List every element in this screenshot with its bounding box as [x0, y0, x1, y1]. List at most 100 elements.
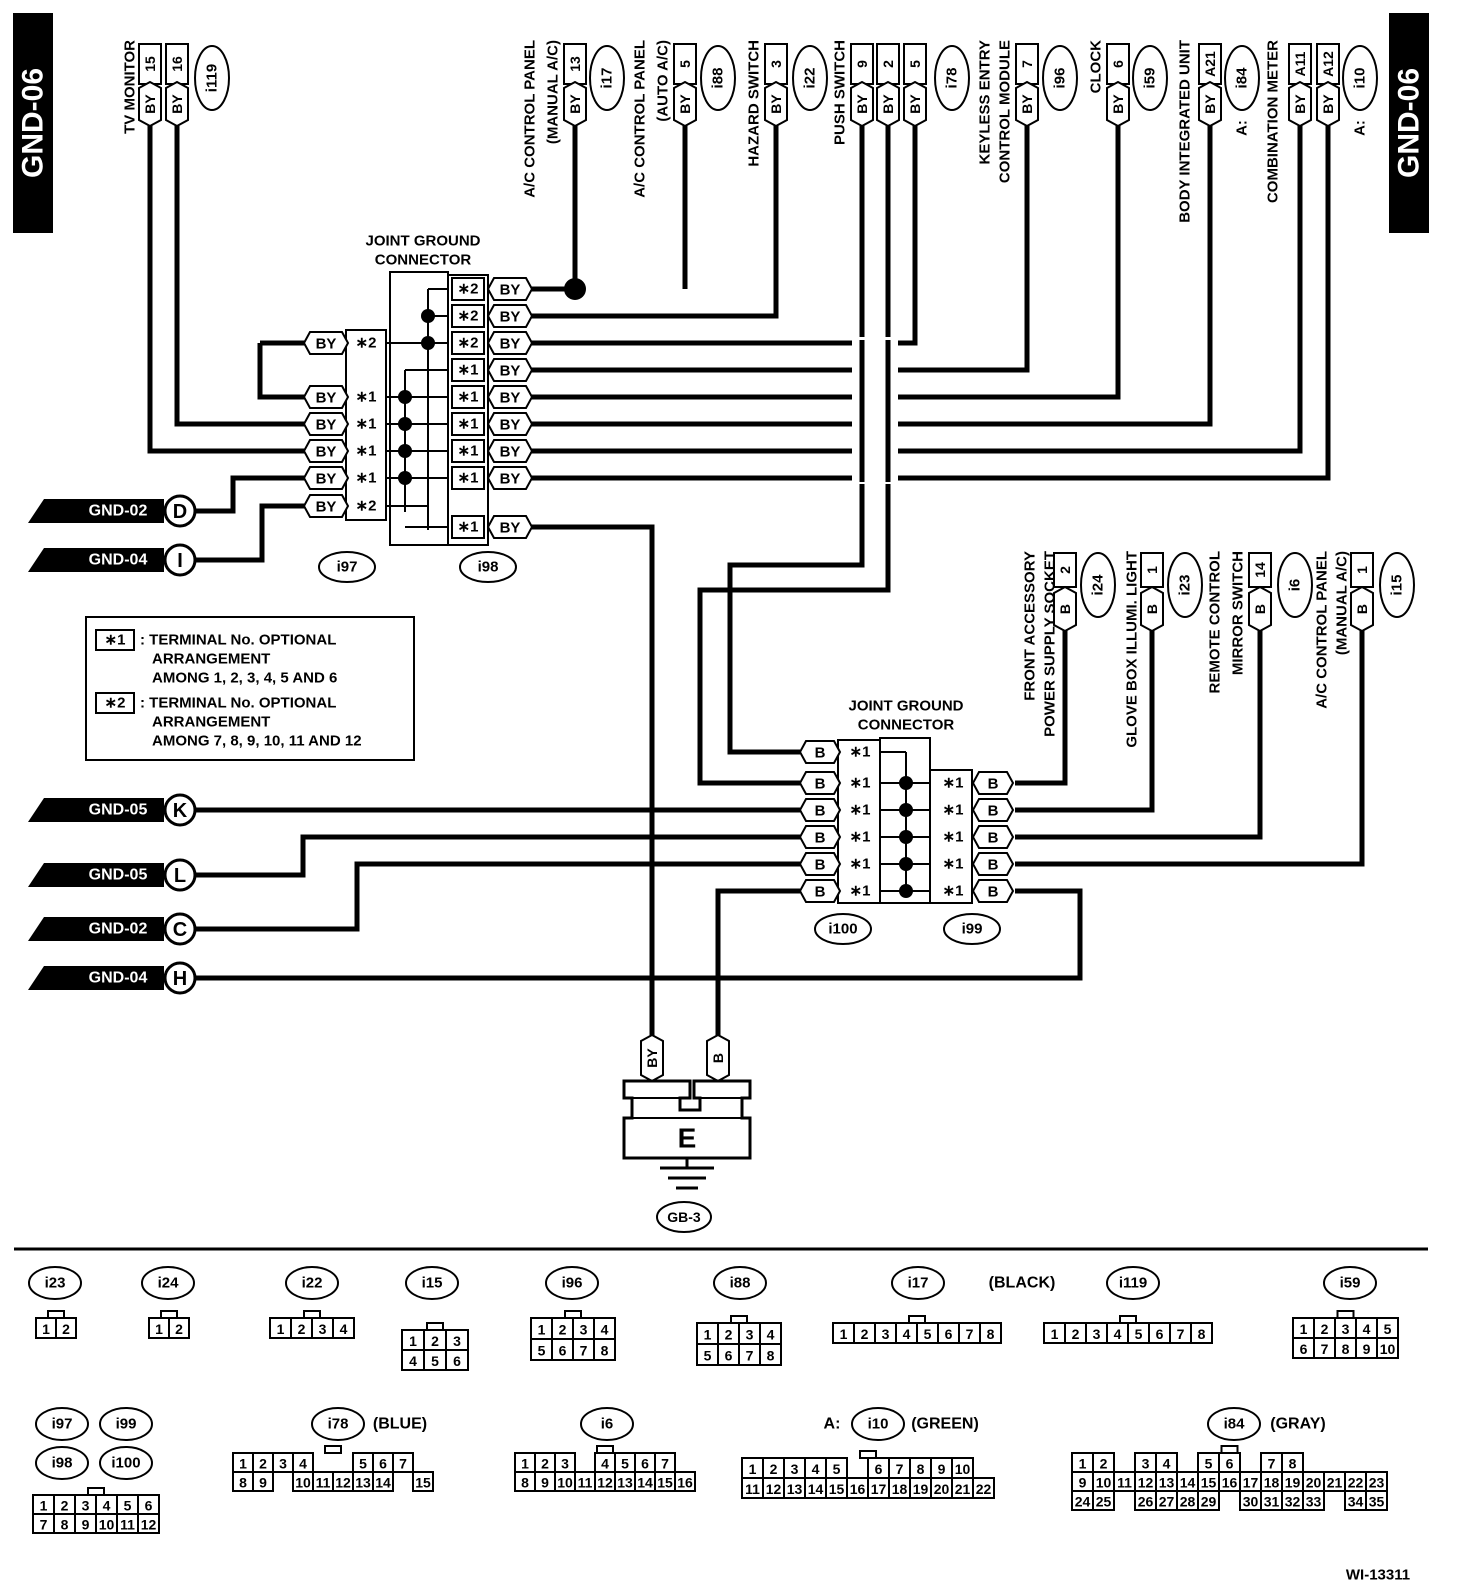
- wire-color-text: BY: [316, 444, 337, 461]
- wire-color-tag: [1248, 585, 1272, 633]
- pin-cell-text: 15: [829, 1481, 845, 1497]
- pin-cell: [972, 1477, 995, 1499]
- connector-id-text: i78: [944, 68, 961, 89]
- wire-color-tag: [486, 515, 534, 539]
- pin-cell-text: 2: [770, 1461, 778, 1477]
- terminal-mark-box: [451, 331, 485, 355]
- pin-number-text: 1: [1144, 566, 1160, 574]
- connector-prefix: A:: [1352, 120, 1369, 136]
- connector-latch: [859, 1450, 877, 1459]
- pin-cell-text: 3: [453, 1333, 461, 1349]
- pin-cell-text: 9: [938, 1461, 946, 1477]
- connector-oval: [459, 551, 517, 583]
- pin-cell-text: 7: [746, 1348, 754, 1364]
- pin-cell-text: 17: [1243, 1475, 1259, 1491]
- pin-cell-text: 18: [1264, 1475, 1280, 1491]
- pin-cell-text: 18: [892, 1481, 908, 1497]
- wire-color-text: B: [1057, 604, 1073, 614]
- component-label: HAZARD SWITCH: [746, 40, 763, 167]
- connector-id-i96: i96: [1042, 45, 1078, 111]
- legend-box: ∗1∗2: TERMINAL No. OPTIONALARRANGEMENTAM…: [85, 616, 415, 761]
- legend-note: ARRANGEMENT: [152, 714, 270, 731]
- connector-id-i100: i100: [814, 913, 872, 945]
- junction-dot: [421, 336, 435, 350]
- wire-color-text: B: [988, 776, 999, 793]
- pin-cell-text: 29: [1201, 1494, 1217, 1510]
- wire: [530, 110, 1213, 427]
- wire: [715, 888, 800, 1050]
- pin-cell-text: 4: [103, 1498, 111, 1514]
- pin-cell-text: 5: [1205, 1456, 1213, 1472]
- pin-cell-text: 3: [279, 1456, 287, 1472]
- junction-dot: [899, 803, 913, 817]
- pin-cell-text: 33: [1306, 1494, 1322, 1510]
- wire-color-tag: [1198, 80, 1222, 128]
- connector-id-text: i17: [599, 68, 616, 89]
- gnd-ref-arrow: [28, 966, 164, 990]
- connector-oval: [1207, 1407, 1261, 1441]
- connector-id-text: i15: [1389, 575, 1406, 596]
- pin-cell-text: 3: [561, 1456, 569, 1472]
- terminal-mark: ∗1: [458, 362, 479, 379]
- lower-wires: [195, 630, 1365, 1050]
- connector-id-i59: i59: [1323, 1266, 1377, 1300]
- wire-color-tag: [486, 331, 534, 355]
- legend-mark: ∗2: [105, 695, 126, 712]
- gnd-ref-letter: D: [173, 501, 187, 523]
- pin-cell: [759, 1343, 782, 1366]
- pin-cell: [137, 1513, 160, 1534]
- connector-oval: [1323, 1266, 1377, 1300]
- connector-id-i97: i97: [318, 551, 376, 583]
- pin-cell-text: 1: [155, 1321, 163, 1337]
- wire-color-text: BY: [768, 94, 784, 114]
- wire: [530, 110, 779, 319]
- terminal-mark: ∗1: [356, 416, 377, 433]
- pin-cell-text: 19: [1285, 1475, 1301, 1491]
- wire-color-tag: [798, 852, 842, 876]
- connector-color: (GRAY): [1270, 1416, 1325, 1433]
- pin-cell: [1197, 1490, 1220, 1511]
- connector-oval: [1342, 45, 1378, 111]
- pin-cell-text: 22: [1348, 1475, 1364, 1491]
- wire: [1015, 630, 1068, 786]
- connector-id-text: i78: [328, 1416, 349, 1433]
- wire: [195, 834, 800, 878]
- connector-oval: [1379, 552, 1415, 618]
- pin-cell-text: 4: [409, 1353, 417, 1369]
- terminal-mark: ∗1: [458, 443, 479, 460]
- pin-cell-text: 1: [42, 1321, 50, 1337]
- pin-cell-text: 3: [319, 1321, 327, 1337]
- pin-cell-text: 5: [1135, 1326, 1143, 1342]
- wire-color-tag: [876, 80, 900, 128]
- connector-oval: [713, 1266, 767, 1300]
- wire-color-tag: [764, 80, 788, 128]
- pin-cell-text: 8: [767, 1348, 775, 1364]
- ground-letter: E: [678, 1123, 697, 1154]
- wire-color-tag: [486, 277, 534, 301]
- legend-mark-box: [95, 692, 135, 714]
- crossing-gap: [852, 337, 898, 349]
- wire-color-tag: [971, 798, 1015, 822]
- pin-cell-text: 9: [82, 1517, 90, 1533]
- pin-cell: [1190, 1322, 1213, 1344]
- component-label: (AUTO A/C): [655, 40, 672, 122]
- connector-oval: [851, 1407, 905, 1441]
- pin-cell: [412, 1471, 434, 1492]
- pin-cell-text: 9: [259, 1475, 267, 1491]
- pin-cell-text: 7: [580, 1343, 588, 1359]
- component-label: KEYLESS ENTRY: [977, 40, 994, 164]
- wire-color-tag: [850, 80, 874, 128]
- connector-oval: [792, 45, 828, 111]
- connector-id-text: i22: [302, 1275, 323, 1292]
- wire: [530, 110, 1303, 454]
- pin-cell-text: 1: [749, 1461, 757, 1477]
- connector-id-i84: i84: [1224, 45, 1260, 111]
- pin-cell-text: 13: [787, 1481, 803, 1497]
- pin-cell-text: 4: [299, 1456, 307, 1472]
